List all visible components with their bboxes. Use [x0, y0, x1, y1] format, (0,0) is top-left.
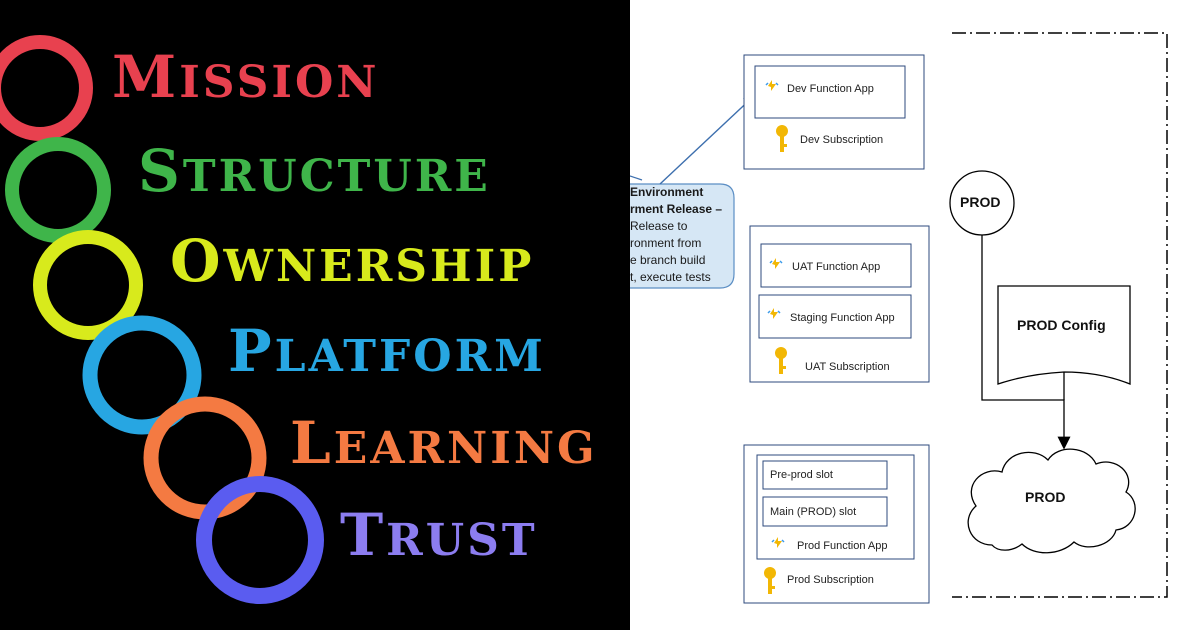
values-graphic: MISSION STRUCTURE OWNERSHIP PLATFORM LEA…: [0, 0, 630, 630]
function-app-icon: [767, 308, 781, 319]
pre-prod-slot-label: Pre-prod slot: [770, 469, 833, 481]
uat-subscription-label: UAT Subscription: [805, 361, 890, 373]
ring-purple: [196, 476, 324, 604]
note-line: ronment from: [630, 236, 702, 250]
interlocking-rings: [0, 35, 324, 604]
word-trust: TRUST: [340, 501, 538, 569]
word-mission: MISSION: [112, 43, 380, 111]
word-platform: PLATFORM: [228, 317, 546, 385]
release-note-text: Environment rment Release – Release to r…: [630, 184, 734, 288]
uat-function-app-box: [760, 243, 912, 288]
note-line: rment Release –: [630, 202, 723, 216]
flow-line: [981, 235, 1071, 450]
dev-subscription-label: Dev Subscription: [800, 134, 884, 146]
ring-orange: [143, 396, 267, 520]
prod-subscription-label: Prod Subscription: [787, 574, 874, 586]
function-app-icon: [771, 537, 785, 548]
staging-function-app-label: Staging Function App: [790, 312, 895, 324]
prod-boundary: [952, 32, 1168, 598]
prod-config-document: [997, 285, 1131, 385]
prod-circle-label: PROD: [960, 194, 1001, 210]
note-line: e branch build: [630, 253, 706, 267]
deployment-diagram: Environment rment Release – Release to r…: [630, 0, 1200, 630]
prod-cloud-label: PROD: [1025, 489, 1066, 505]
word-ownership: OWNERSHIP: [170, 227, 535, 295]
key-icon: [775, 347, 787, 374]
function-app-icon: [765, 80, 779, 91]
note-line: Release to: [630, 219, 688, 233]
note-connector: [630, 175, 643, 181]
prod-function-app-label: Prod Function App: [797, 540, 888, 552]
pre-prod-slot-box: [762, 460, 888, 490]
ring-green: [5, 137, 111, 243]
key-icon: [764, 567, 776, 594]
function-app-icon: [769, 258, 783, 269]
note-line: Environment: [630, 185, 704, 199]
ring-yellow: [33, 230, 143, 340]
note-line: t, execute tests: [630, 270, 711, 284]
staging-function-app-box: [758, 294, 912, 339]
prod-cloud: [967, 448, 1136, 554]
diagram-shapes: [630, 32, 1168, 604]
ring-red: [0, 35, 93, 141]
main-prod-slot-label: Main (PROD) slot: [770, 506, 857, 518]
key-icon: [776, 125, 788, 152]
release-arrow: [659, 93, 758, 185]
uat-function-app-label: UAT Function App: [792, 261, 881, 273]
main-prod-slot-box: [762, 496, 888, 527]
dev-function-app-label: Dev Function App: [787, 83, 874, 95]
word-structure: STRUCTURE: [138, 137, 491, 205]
ring-blue: [82, 315, 202, 435]
prod-config-label: PROD Config: [1017, 317, 1106, 333]
release-note-callout: [630, 183, 735, 289]
dev-function-app-box: [754, 65, 906, 119]
word-learning: LEARNING: [290, 409, 598, 477]
